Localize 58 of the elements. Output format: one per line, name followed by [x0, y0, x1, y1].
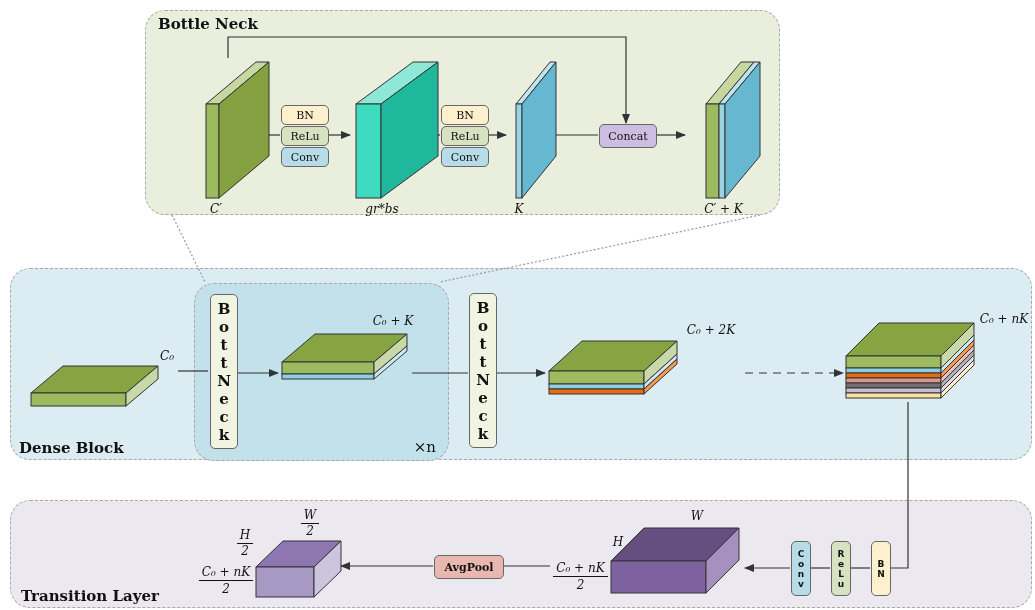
dimension-label: C′ + K	[703, 202, 745, 217]
dimension-label: C′	[209, 202, 223, 217]
dimension-label: W	[689, 509, 705, 524]
operation-box: AvgPool	[434, 555, 504, 579]
connector-line	[267, 134, 281, 136]
operation-box: BN	[441, 105, 489, 125]
arrow	[744, 369, 844, 377]
arrow	[235, 369, 279, 377]
group-panel	[10, 268, 1032, 460]
group-title: Bottle Neck	[158, 15, 258, 33]
block-box: Conv	[791, 541, 811, 596]
connector-line	[554, 134, 599, 136]
dimension-label: C₀ + nK	[199, 565, 253, 581]
block-box: ReLu	[831, 541, 851, 596]
arrow	[744, 564, 791, 572]
dimension-label: 2	[305, 524, 315, 539]
dimension-label: 2	[240, 544, 250, 559]
arrow	[655, 131, 686, 139]
dimension-label: 2	[575, 578, 586, 593]
dimension-label: K	[513, 202, 525, 217]
connector-line	[411, 372, 469, 374]
connector-line	[171, 214, 206, 283]
connector-line	[809, 567, 831, 569]
group-panel	[194, 283, 449, 461]
repeat-label: ×n	[413, 438, 436, 456]
connector-line	[439, 214, 761, 283]
dimension-label: 2	[221, 582, 231, 597]
operation-box: BN	[281, 105, 329, 125]
block-box: BottNeck	[210, 294, 238, 449]
operation-box: ReLu	[441, 126, 489, 146]
arrow	[340, 562, 434, 570]
dimension-label: C₀ + K	[372, 314, 414, 329]
connector-line	[889, 401, 909, 569]
operation-box: ReLu	[281, 126, 329, 146]
arrow	[327, 131, 351, 139]
dimension-label: gr*bs	[364, 202, 400, 217]
dimension-label: W	[301, 508, 319, 524]
arrow	[487, 131, 507, 139]
dimension-label: H	[611, 535, 625, 550]
dimension-label: C₀ + nK	[553, 561, 608, 577]
connector-line	[849, 567, 871, 569]
group-title: Dense Block	[19, 439, 124, 457]
dimension-label: C₀	[159, 349, 175, 364]
operation-box: Concat	[599, 124, 657, 148]
connector-line	[502, 565, 551, 567]
operation-box: Conv	[281, 147, 329, 167]
arrow	[495, 369, 546, 377]
connector-line	[177, 370, 209, 372]
arrow	[227, 36, 630, 124]
dimension-label: C₀ + nK	[978, 312, 1030, 327]
group-title: Transition Layer	[21, 587, 159, 605]
group-panel	[145, 10, 780, 215]
block-box: BottNeck	[469, 293, 497, 448]
dimension-label: C₀ + 2K	[685, 323, 737, 338]
dimension-label: H	[237, 528, 253, 544]
operation-box: Conv	[441, 147, 489, 167]
group-panel	[10, 500, 1032, 608]
block-box: BN	[871, 541, 891, 596]
